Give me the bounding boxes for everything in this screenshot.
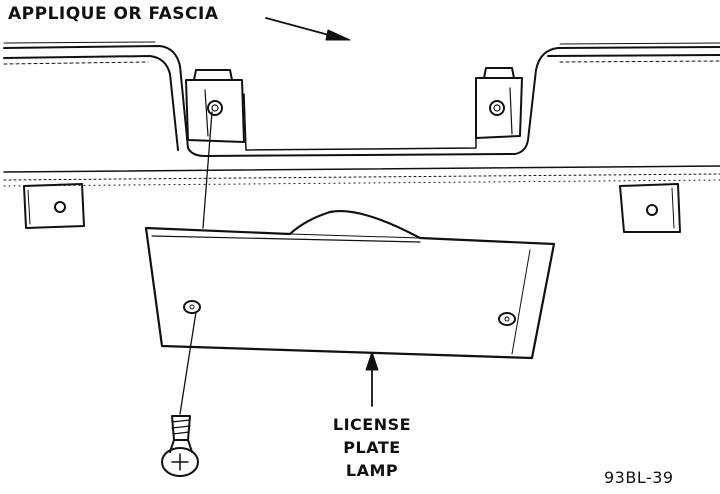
right-bracket-nut [489, 100, 505, 116]
right-clip-hole [646, 204, 658, 216]
figure-id: 93BL-39 [604, 468, 674, 487]
applique-leader-arrow [265, 17, 351, 41]
fascia-panel [3, 41, 720, 157]
lamp-label-line-2: PLATE [343, 438, 401, 457]
bumper-surface [3, 165, 720, 187]
lamp-label-line-3: LAMP [345, 461, 399, 480]
left-bracket-nut [207, 100, 223, 116]
applique-or-fascia-label: APPLIQUE OR FASCIA [8, 4, 219, 24]
screw-icon [161, 415, 199, 477]
right-clip [619, 183, 681, 233]
left-clip-hole [54, 201, 66, 213]
lamp-label-line-1: LICENSE [332, 415, 412, 434]
right-bracket [475, 67, 523, 139]
license-plate-lamp-label: LICENSE PLATE LAMP [330, 413, 414, 482]
license-plate-lamp [144, 210, 556, 360]
alignment-line [179, 111, 213, 415]
lamp-right-screw-hole [498, 312, 516, 326]
lamp-left-screw-hole [183, 300, 201, 314]
left-clip [23, 183, 85, 229]
lamp-leader-arrow [365, 351, 379, 407]
left-bracket [185, 69, 245, 143]
